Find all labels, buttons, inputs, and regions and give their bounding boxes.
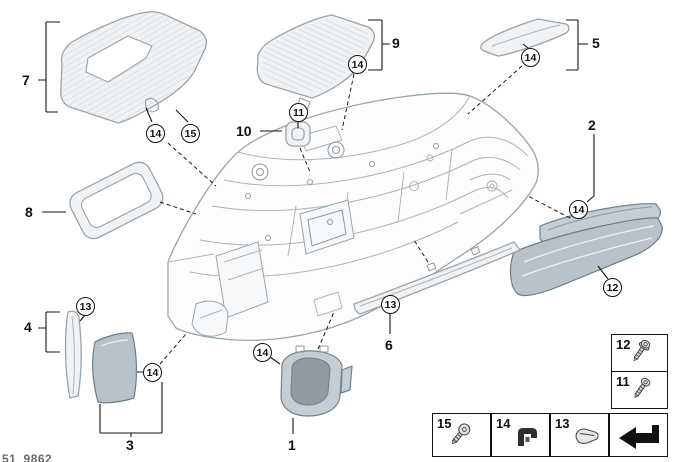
callout-circle-15[interactable]: 15 (181, 124, 200, 143)
legend-cell-15-label: 15 (437, 416, 452, 431)
screw-icon (451, 423, 471, 445)
callout-label-3[interactable]: 3 (126, 437, 134, 453)
instrument-panel-body (167, 92, 539, 341)
legend-cell-screw-12[interactable]: 12 (611, 334, 668, 372)
legend-cell-screw-11[interactable]: 11 (611, 371, 668, 409)
legend-cell-13-label: 13 (555, 416, 570, 431)
callout-label-7[interactable]: 7 (22, 72, 30, 88)
callout-label-10[interactable]: 10 (236, 123, 252, 139)
legend-cell-clip-14[interactable]: 14 (491, 413, 550, 457)
callout-circle-13[interactable]: 13 (76, 297, 95, 316)
part-3-side-trim-panel (92, 332, 138, 404)
callout-circle-14[interactable]: 14 (143, 363, 162, 382)
callout-label-6[interactable]: 6 (385, 337, 393, 353)
legend-cell-screw-15[interactable]: 15 (432, 413, 491, 457)
leader-lines (159, 65, 571, 365)
callout-label-4[interactable]: 4 (24, 319, 32, 335)
legend-cell-12-label: 12 (616, 337, 631, 352)
clip-icon (518, 428, 537, 446)
callout-label-1[interactable]: 1 (288, 437, 296, 453)
legend-cell-14-label: 14 (496, 416, 511, 431)
callout-circle-14[interactable]: 14 (146, 124, 165, 143)
legend-cell-next-arrow[interactable] (609, 413, 668, 457)
part-5-upper-trim-strip (480, 18, 570, 57)
part-8-trim-frame (69, 161, 164, 240)
callout-label-5[interactable]: 5 (592, 35, 600, 51)
callout-circle-14[interactable]: 14 (569, 200, 588, 219)
legend-cell-clip-13[interactable]: 13 (550, 413, 609, 457)
callout-label-9[interactable]: 9 (392, 35, 400, 51)
callout-circle-12[interactable]: 12 (603, 278, 622, 297)
arrow-icon (619, 425, 659, 449)
diagram-code: 51_9862 (2, 452, 53, 462)
clip-icon (575, 428, 599, 444)
callout-circle-14[interactable]: 14 (348, 55, 367, 74)
callout-label-2[interactable]: 2 (588, 117, 596, 133)
part-1-center-finisher (280, 345, 353, 417)
callout-label-8[interactable]: 8 (25, 204, 33, 220)
callout-circle-11[interactable]: 11 (289, 103, 308, 122)
part-4-pillar-strip (64, 310, 82, 399)
callout-circle-14[interactable]: 14 (253, 343, 272, 362)
legend-cell-11-label: 11 (616, 374, 630, 389)
part-9-speaker-grille (256, 14, 375, 113)
screw-icon (633, 339, 651, 362)
callout-circle-14[interactable]: 14 (521, 48, 540, 67)
part-2-dash-trim (509, 203, 663, 297)
part-7-speaker-trim-panel (60, 11, 207, 124)
callout-lines (38, 19, 609, 437)
callout-circle-13[interactable]: 13 (381, 295, 400, 314)
screw-icon (634, 377, 651, 398)
